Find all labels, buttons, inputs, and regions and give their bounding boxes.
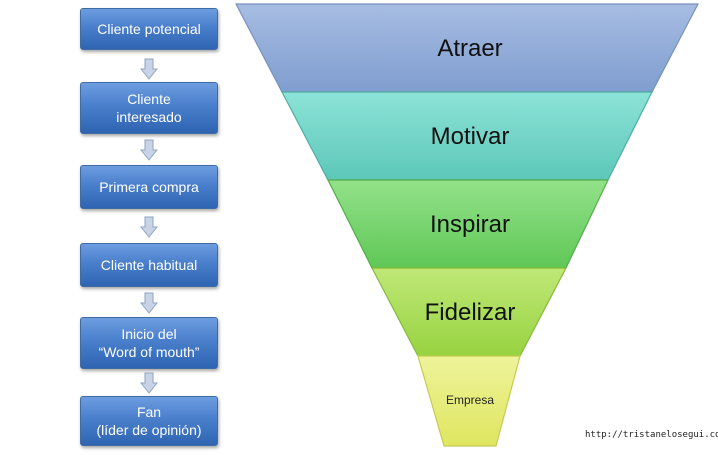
funnel-label-fidelizar: Fidelizar [425,299,516,326]
step-word-of-mouth: Inicio del “Word of mouth” [80,317,218,369]
step-primera-compra: Primera compra [80,165,218,209]
funnel-label-inspirar: Inspirar [430,211,510,238]
down-arrow-icon [140,216,158,238]
step-cliente-habitual: Cliente habitual [80,243,218,287]
down-arrow-icon [140,58,158,80]
down-arrow-icon [140,292,158,314]
step-cliente-potencial: Cliente potencial [80,8,218,50]
down-arrow-icon [140,139,158,161]
funnel-label-empresa: Empresa [446,393,494,407]
funnel-layer-empresa [417,355,521,447]
funnel-label-atraer: Atraer [437,35,502,62]
step-cliente-interesado: Cliente interesado [80,82,218,134]
credit-url: http://tristanelosegui.com [585,430,718,440]
funnel-label-motivar: Motivar [431,123,510,150]
step-fan: Fan (líder de opinión) [80,396,218,446]
down-arrow-icon [140,372,158,394]
